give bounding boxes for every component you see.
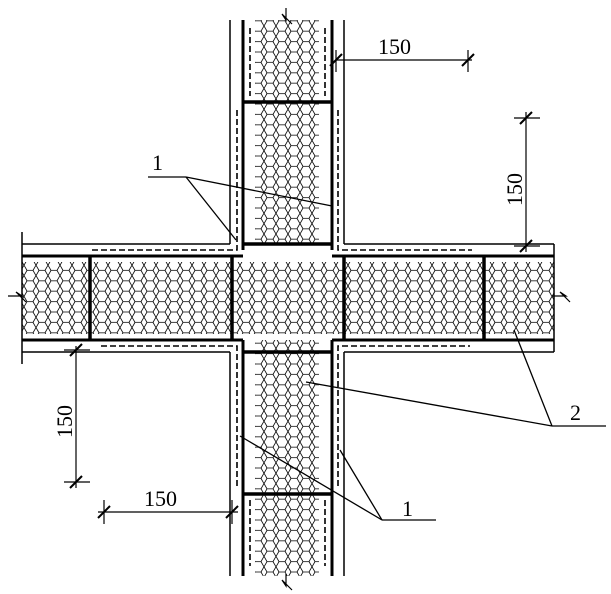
corner-reinforcement [90, 28, 472, 566]
insulation-core [22, 20, 554, 576]
callout-1-upper: 1 [152, 150, 163, 175]
horizontal-core [22, 262, 554, 334]
leader-lines [148, 176, 606, 521]
callout-2: 2 [570, 400, 581, 425]
vertical-core-bottom [255, 340, 319, 576]
dimension-lines [64, 50, 540, 524]
reinforcement-bars [88, 100, 486, 496]
callout-1-lower: 1 [402, 496, 413, 521]
dimension-label-right: 150 [502, 173, 527, 206]
vertical-core-top [255, 20, 319, 244]
dimension-label-top-right: 150 [378, 34, 411, 59]
dimension-label-left: 150 [52, 405, 77, 438]
dimension-label-bottom-left: 150 [144, 486, 177, 511]
wall-outlines [8, 8, 571, 591]
